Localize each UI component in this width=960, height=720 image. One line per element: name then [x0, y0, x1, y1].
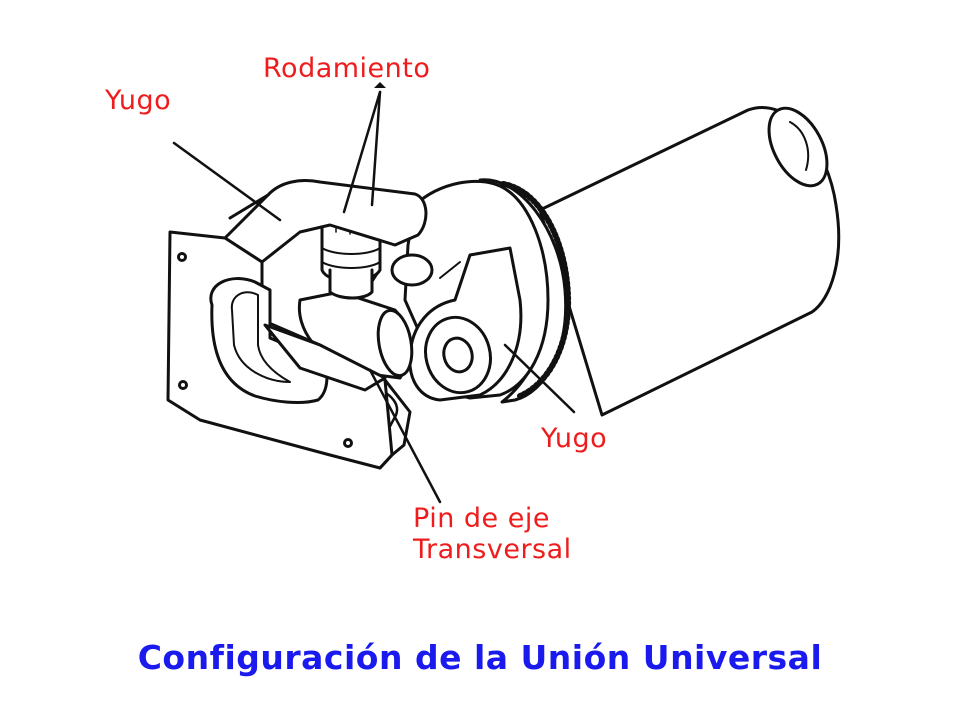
tube-open-end	[767, 106, 829, 188]
leader-yugo-top	[172, 141, 282, 222]
label-rodamiento: Rodamiento	[263, 53, 431, 84]
leader-rodamiento-left	[342, 90, 382, 214]
label-yugo-tube: Yugo	[541, 423, 608, 454]
flange-yoke	[166, 179, 428, 470]
leader-pin	[368, 368, 442, 504]
yoke-bearing-hole	[442, 336, 474, 374]
bolt-hole	[177, 252, 187, 262]
leader-yugo-right	[503, 343, 576, 414]
label-yugo-flange: Yugo	[105, 85, 172, 116]
bolt-hole	[178, 380, 188, 390]
label-cross-pin-line2: Transversal	[413, 534, 572, 566]
upper-cross-cap	[390, 253, 434, 287]
leader-rodamiento-right	[370, 90, 382, 207]
cross-arm-end	[376, 308, 414, 378]
label-cross-pin: Pin de eje Transversal	[413, 503, 572, 566]
figure-caption: Configuración de la Unión Universal	[137, 638, 823, 677]
driveshaft-tube	[538, 106, 841, 417]
leader-lines	[172, 90, 576, 504]
label-cross-pin-line1: Pin de eje	[413, 503, 550, 534]
bolt-hole	[343, 438, 353, 448]
tube-yoke-arm	[408, 246, 523, 402]
